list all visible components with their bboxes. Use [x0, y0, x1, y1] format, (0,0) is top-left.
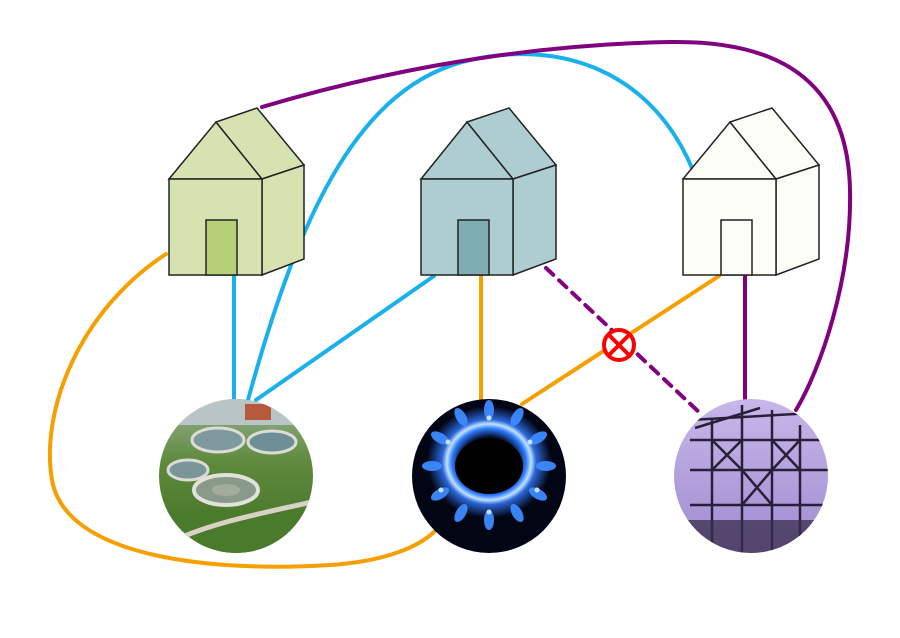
house-left-door	[205, 219, 238, 276]
gas-line-left	[47, 252, 436, 569]
electricity-line-left	[260, 39, 853, 412]
house-right	[681, 107, 821, 277]
gas-flame-icon	[412, 399, 566, 553]
water-line-middle	[254, 274, 436, 402]
house-middle-door	[457, 219, 490, 276]
house-middle	[419, 107, 558, 277]
house-left	[167, 107, 306, 277]
crossed-circle-icon	[602, 328, 636, 362]
power-substation-icon	[674, 399, 828, 553]
house-right-door	[720, 219, 753, 276]
water-treatment-plant-icon	[159, 399, 313, 553]
